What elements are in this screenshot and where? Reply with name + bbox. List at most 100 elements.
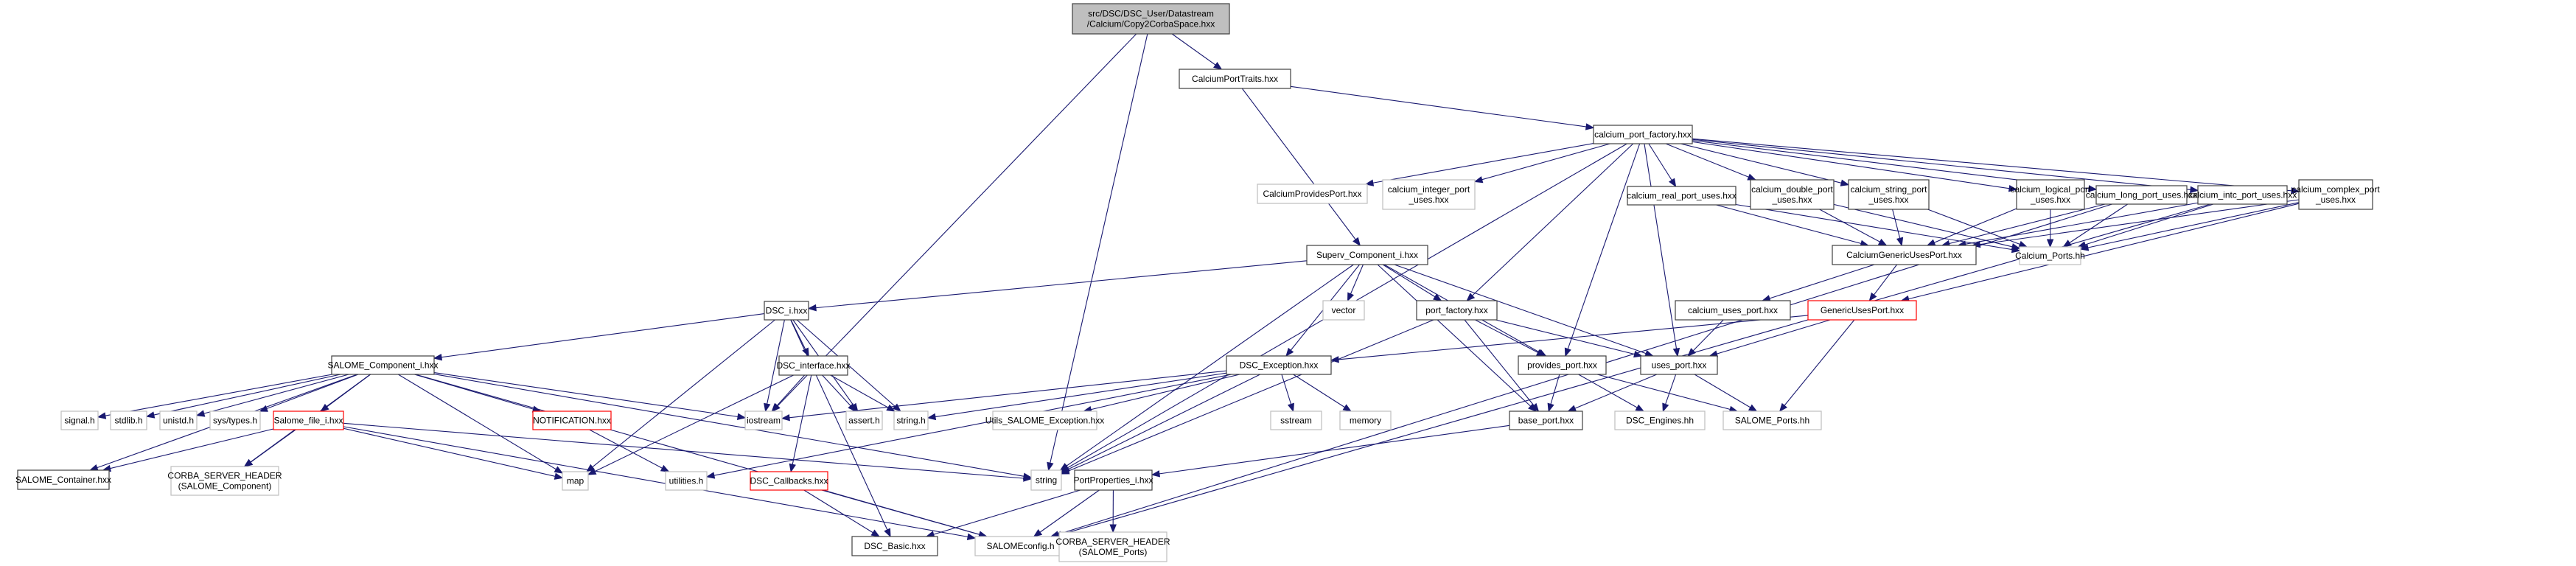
- edge-dsc_callbacks-to-salomeconfig_h: [821, 489, 987, 537]
- node-genericusesport[interactable]: GenericUsesPort.hxx: [1807, 300, 1917, 321]
- node-box: [851, 536, 938, 556]
- arrowhead-salome_file_i-to-corba_salome_component: [243, 459, 254, 467]
- edge-dsc_exception-to-string: [1061, 374, 1260, 473]
- node-sstream: sstream: [1270, 410, 1322, 430]
- node-salome-container[interactable]: SALOME_Container.hxx: [15, 469, 111, 490]
- edge-salome_file_i-to-corba_salome_component: [244, 429, 296, 467]
- node-label: DSC_i.hxx: [766, 306, 808, 316]
- node-vector: vector: [1322, 300, 1365, 321]
- node-port-factory[interactable]: port_factory.hxx: [1416, 300, 1498, 321]
- node-calciumgenericusesport[interactable]: CalciumGenericUsesPort.hxx: [1832, 245, 1977, 265]
- node-label: port_factory.hxx: [1425, 305, 1487, 315]
- node-calcium-double-port-uses[interactable]: calcium_double_port_uses.hxx: [1750, 179, 1835, 210]
- node-label: (SALOME_Component): [178, 481, 272, 492]
- node-label: DSC_interface.hxx: [776, 360, 850, 371]
- node-notification[interactable]: NOTIFICATION.hxx: [532, 410, 612, 430]
- edge-calcium_double_port_uses-to-calciumgenericusesport: [1819, 209, 1887, 246]
- arrowhead-portproperties_i-to-corba_salome_ports: [1109, 524, 1117, 534]
- node-calcium-logical-port-uses[interactable]: calcium_logical_port_uses.hxx: [2011, 179, 2091, 210]
- node-calcium-uses-port[interactable]: calcium_uses_port.hxx: [1675, 300, 1791, 321]
- node-string: string: [1030, 469, 1062, 491]
- node-box: [1640, 355, 1718, 375]
- node-label: _uses.hxx: [1408, 195, 1448, 205]
- node-calcium-port-factory[interactable]: calcium_port_factory.hxx: [1593, 125, 1693, 144]
- edge-calcium_port_factory-to-calcium_complex_port_uses: [1692, 138, 2300, 192]
- edge-salome_file_i-to-string: [343, 422, 1032, 480]
- node-label: calcium_real_port_uses.hxx: [1627, 191, 1736, 201]
- node-utils-salome-exception: Utils_SALOME_Exception.hxx: [985, 410, 1104, 430]
- node-stdlib-h: stdlib.h: [110, 410, 147, 430]
- arrowhead-port_factory-to-base_port: [1531, 402, 1540, 413]
- node-box: [764, 301, 809, 321]
- node-copy2corba[interactable]: src/DSC/DSC_User/Datastream/Calcium/Copy…: [1072, 3, 1230, 35]
- arrowhead-calcium_string_port_uses-to-calciumgenericusesport: [1896, 237, 1904, 247]
- node-salome-component-i[interactable]: SALOME_Component_i.hxx: [327, 355, 439, 375]
- node-box: [1627, 186, 1736, 206]
- node-label: _uses.hxx: [2315, 195, 2356, 205]
- edge-salome_component_i-to-iostream: [433, 372, 746, 419]
- node-box: [1593, 125, 1693, 144]
- edge-salome_component_i-to-sys_types_h: [259, 374, 359, 412]
- node-calcium-real-port-uses[interactable]: calcium_real_port_uses.hxx: [1627, 186, 1736, 206]
- node-calcium-intc-port-uses[interactable]: calcium_intc_port_uses.hxx: [2188, 185, 2297, 205]
- node-box: [1072, 3, 1230, 35]
- edge-calcium_complex_port_uses-to-calcium_ports_hh: [2080, 202, 2300, 250]
- node-label: sys/types.h: [213, 416, 257, 426]
- node-label: DSC_Engines.hh: [1626, 416, 1694, 426]
- node-salome-ports-hh: SALOME_Ports.hh: [1722, 410, 1822, 430]
- node-calcium-complex-port-uses[interactable]: calcium_complex_port_uses.hxx: [2291, 179, 2380, 210]
- node-calciumporttraits[interactable]: CalciumPortTraits.hxx: [1179, 69, 1291, 89]
- node-label: calcium_intc_port_uses.hxx: [2188, 190, 2297, 200]
- arrowhead-dsc_exception-to-iostream: [781, 413, 790, 422]
- node-box: [992, 410, 1097, 430]
- node-dsc-exception[interactable]: DSC_Exception.hxx: [1226, 355, 1332, 375]
- arrowhead-dsc_interface-to-map: [587, 468, 597, 475]
- node-uses-port[interactable]: uses_port.hxx: [1640, 355, 1718, 375]
- arrowhead-calciumgenericusesport-to-genericusesport: [1868, 292, 1877, 302]
- node-dsc-i[interactable]: DSC_i.hxx: [764, 301, 809, 321]
- node-calcium-long-port-uses[interactable]: calcium_long_port_uses.hxx: [2086, 185, 2197, 205]
- arrowhead-dsc_exception-to-string_h: [926, 413, 937, 421]
- node-unistd-h: unistd.h: [159, 410, 198, 430]
- edge-salome_component_i-to-stdlib_h: [146, 374, 341, 417]
- node-label: iostream: [747, 416, 781, 426]
- edge-calcium_port_factory-to-calciumprovidesport: [1365, 142, 1594, 185]
- node-provides-port[interactable]: provides_port.hxx: [1518, 355, 1607, 375]
- node-portproperties-i[interactable]: PortProperties_i.hxx: [1073, 469, 1153, 491]
- node-dsc-interface[interactable]: DSC_interface.hxx: [776, 355, 851, 376]
- node-label: calcium_string_port: [1850, 184, 1927, 195]
- node-base-port[interactable]: base_port.hxx: [1509, 410, 1583, 430]
- arrowhead-uses_port-to-dsc_engines: [1662, 402, 1669, 413]
- node-calcium-string-port-uses[interactable]: calcium_string_port_uses.hxx: [1848, 179, 1930, 210]
- node-box: [331, 355, 435, 375]
- node-label: GenericUsesPort.hxx: [1821, 305, 1904, 315]
- arrowhead-portproperties_i-to-salomeconfig_h: [1033, 529, 1043, 537]
- node-box: [1382, 179, 1476, 210]
- edge-calcium_intc_port_uses-to-calcium_ports_hh: [2078, 203, 2214, 248]
- arrowhead-superv_component_i-to-port_factory: [1433, 293, 1442, 301]
- arrowhead-calcium_port_factory-to-calcium_complex_port_uses: [2291, 187, 2300, 195]
- node-calcium-ports-hh: Calcium_Ports.hh: [2015, 246, 2085, 265]
- edge-dsc_i-to-salome_component_i: [433, 313, 765, 359]
- node-label: SALOME_Container.hxx: [15, 475, 111, 485]
- edge-dsc_exception-to-iostream: [781, 370, 1227, 419]
- node-dsc-callbacks[interactable]: DSC_Callbacks.hxx: [750, 471, 828, 491]
- edge-dsc_interface-to-dsc_callbacks: [790, 374, 812, 472]
- node-superv-component-i[interactable]: Superv_Component_i.hxx: [1306, 245, 1428, 265]
- node-box: [273, 410, 344, 430]
- arrowhead-salome_component_i-to-iostream: [736, 413, 747, 421]
- node-label: CalciumPortTraits.hxx: [1192, 74, 1278, 84]
- node-label: utilities.h: [669, 476, 704, 486]
- edge-dsc_i-to-map: [586, 319, 775, 472]
- node-label: NOTIFICATION.hxx: [533, 416, 611, 426]
- arrowhead-dsc_interface-to-iostream: [771, 403, 780, 412]
- node-box: [1226, 355, 1332, 375]
- node-salome-file-i[interactable]: Salome_file_i.hxx: [273, 410, 344, 430]
- node-box: [159, 410, 198, 430]
- arrowhead-calcium_port_factory-to-calcium_logical_port_uses: [2008, 185, 2018, 192]
- arrowhead-provides_port-to-dsc_engines: [1635, 404, 1645, 412]
- node-dsc-basic[interactable]: DSC_Basic.hxx: [851, 536, 938, 556]
- arrowhead-copy2corba-to-calciumporttraits: [1213, 62, 1223, 70]
- edge-calcium_string_port_uses-to-calcium_ports_hh: [1927, 209, 2028, 248]
